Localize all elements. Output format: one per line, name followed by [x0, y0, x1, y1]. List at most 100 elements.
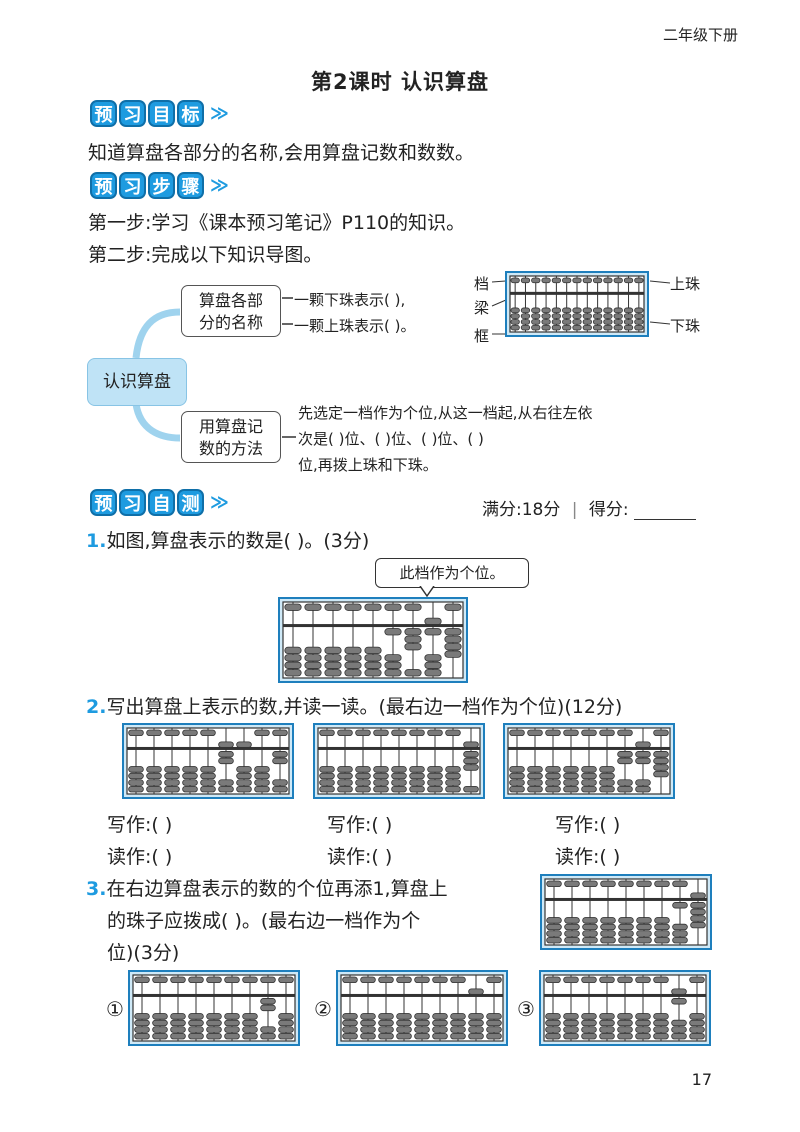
- score-blank[interactable]: [634, 501, 697, 520]
- upper-bead: [260, 976, 276, 984]
- lower-bead: [242, 1032, 258, 1040]
- q2-read-a: 读作:( ): [107, 846, 173, 868]
- lower-bead: [218, 785, 234, 793]
- lower-bead: [364, 646, 382, 655]
- lower-bead: [635, 785, 651, 793]
- lower-bead: [164, 766, 180, 773]
- lower-bead: [581, 1032, 597, 1040]
- lower-bead: [152, 1013, 168, 1020]
- lower-bead: [445, 779, 461, 786]
- lower-bead: [344, 654, 362, 662]
- lower-bead: [635, 1032, 651, 1040]
- badge-char: 目: [148, 100, 175, 127]
- lower-bead: [581, 766, 597, 773]
- lower-bead: [562, 313, 572, 319]
- lower-bead: [563, 766, 579, 773]
- lower-bead: [623, 319, 634, 325]
- upper-bead: [541, 277, 551, 284]
- lower-bead: [603, 307, 613, 314]
- q2-write-c: 写作:( ): [555, 814, 621, 836]
- goal-badge: 预 习 目 标 ≫: [86, 100, 233, 128]
- upper-bead: [355, 729, 371, 737]
- lower-bead: [355, 772, 371, 780]
- lower-bead: [424, 669, 442, 677]
- option-2-label[interactable]: ②: [314, 997, 332, 1021]
- lower-bead: [653, 751, 669, 758]
- lower-bead: [563, 1013, 579, 1020]
- option-1-abacus[interactable]: [128, 970, 300, 1050]
- upper-bead: [182, 729, 198, 737]
- lower-bead-text: 一颗下珠表示( ),: [294, 291, 406, 309]
- upper-bead: [360, 976, 376, 984]
- upper-bead: [582, 277, 592, 284]
- q1: 1.如图,算盘表示的数是( )。(3分): [86, 526, 369, 553]
- double-arrow-icon: ≫: [210, 492, 229, 513]
- lower-bead: [599, 1032, 615, 1040]
- lower-bead: [690, 908, 706, 916]
- lower-bead: [634, 319, 644, 325]
- lower-bead: [599, 772, 615, 780]
- lower-bead: [272, 779, 288, 786]
- lower-bead: [188, 1013, 204, 1020]
- lower-bead: [617, 1019, 633, 1027]
- lower-bead: [344, 669, 362, 677]
- lower-bead: [690, 921, 706, 929]
- lower-bead: [378, 1026, 394, 1033]
- upper-bead: [617, 729, 633, 737]
- lower-bead: [188, 1019, 204, 1027]
- badge-char: 步: [148, 172, 175, 199]
- lower-bead: [206, 1013, 222, 1020]
- upper-bead: [272, 729, 288, 737]
- option-3-abacus[interactable]: [539, 970, 711, 1050]
- option-3-label[interactable]: ③: [517, 997, 535, 1021]
- lower-bead: [182, 766, 198, 773]
- lower-bead: [278, 1026, 294, 1033]
- lower-bead: [378, 1019, 394, 1027]
- lower-bead: [545, 1013, 561, 1020]
- lower-bead: [592, 307, 603, 314]
- lower-bead: [319, 785, 335, 793]
- lower-bead: [242, 1019, 258, 1027]
- branch-method-line2: 数的方法: [198, 439, 263, 458]
- lower-bead: [342, 1019, 358, 1027]
- upper-bead: [654, 880, 670, 888]
- lower-bead: [444, 643, 462, 651]
- upper-bead: [152, 976, 168, 984]
- q2-read-c: 读作:( ): [555, 846, 621, 868]
- abacus-beam: [283, 624, 463, 628]
- option-2-abacus[interactable]: [336, 970, 508, 1050]
- lower-bead: [671, 998, 687, 1005]
- lower-bead: [364, 661, 382, 669]
- lower-bead: [520, 324, 531, 331]
- upper-bead: [427, 729, 443, 737]
- lower-bead: [384, 669, 402, 677]
- lower-bead: [463, 764, 479, 771]
- lower-bead: [404, 643, 422, 651]
- lower-bead: [603, 319, 613, 325]
- lower-bead: [468, 1013, 484, 1020]
- upper-bead: [520, 277, 531, 284]
- lower-bead: [427, 779, 443, 786]
- lower-bead: [564, 930, 580, 937]
- upper-bead: [188, 976, 204, 984]
- option-1-label[interactable]: ①: [106, 997, 124, 1021]
- upper-bead: [672, 880, 688, 888]
- lower-bead: [541, 307, 551, 314]
- divider: |: [571, 500, 578, 520]
- lower-bead: [260, 998, 276, 1005]
- badge-char: 习: [119, 489, 146, 516]
- lower-bead: [510, 313, 520, 319]
- lower-bead: [424, 661, 442, 669]
- lower-bead: [635, 1019, 651, 1027]
- upper-bead: [613, 277, 623, 284]
- lower-bead: [654, 936, 670, 944]
- lower-bead: [404, 635, 422, 643]
- lower-bead: [599, 1019, 615, 1027]
- lower-bead: [378, 1032, 394, 1040]
- lower-bead: [396, 1013, 412, 1020]
- lower-bead: [520, 307, 531, 314]
- lower-bead: [689, 1013, 705, 1020]
- lower-bead: [324, 646, 342, 655]
- upper-bead: [424, 617, 442, 625]
- lower-bead: [254, 779, 270, 786]
